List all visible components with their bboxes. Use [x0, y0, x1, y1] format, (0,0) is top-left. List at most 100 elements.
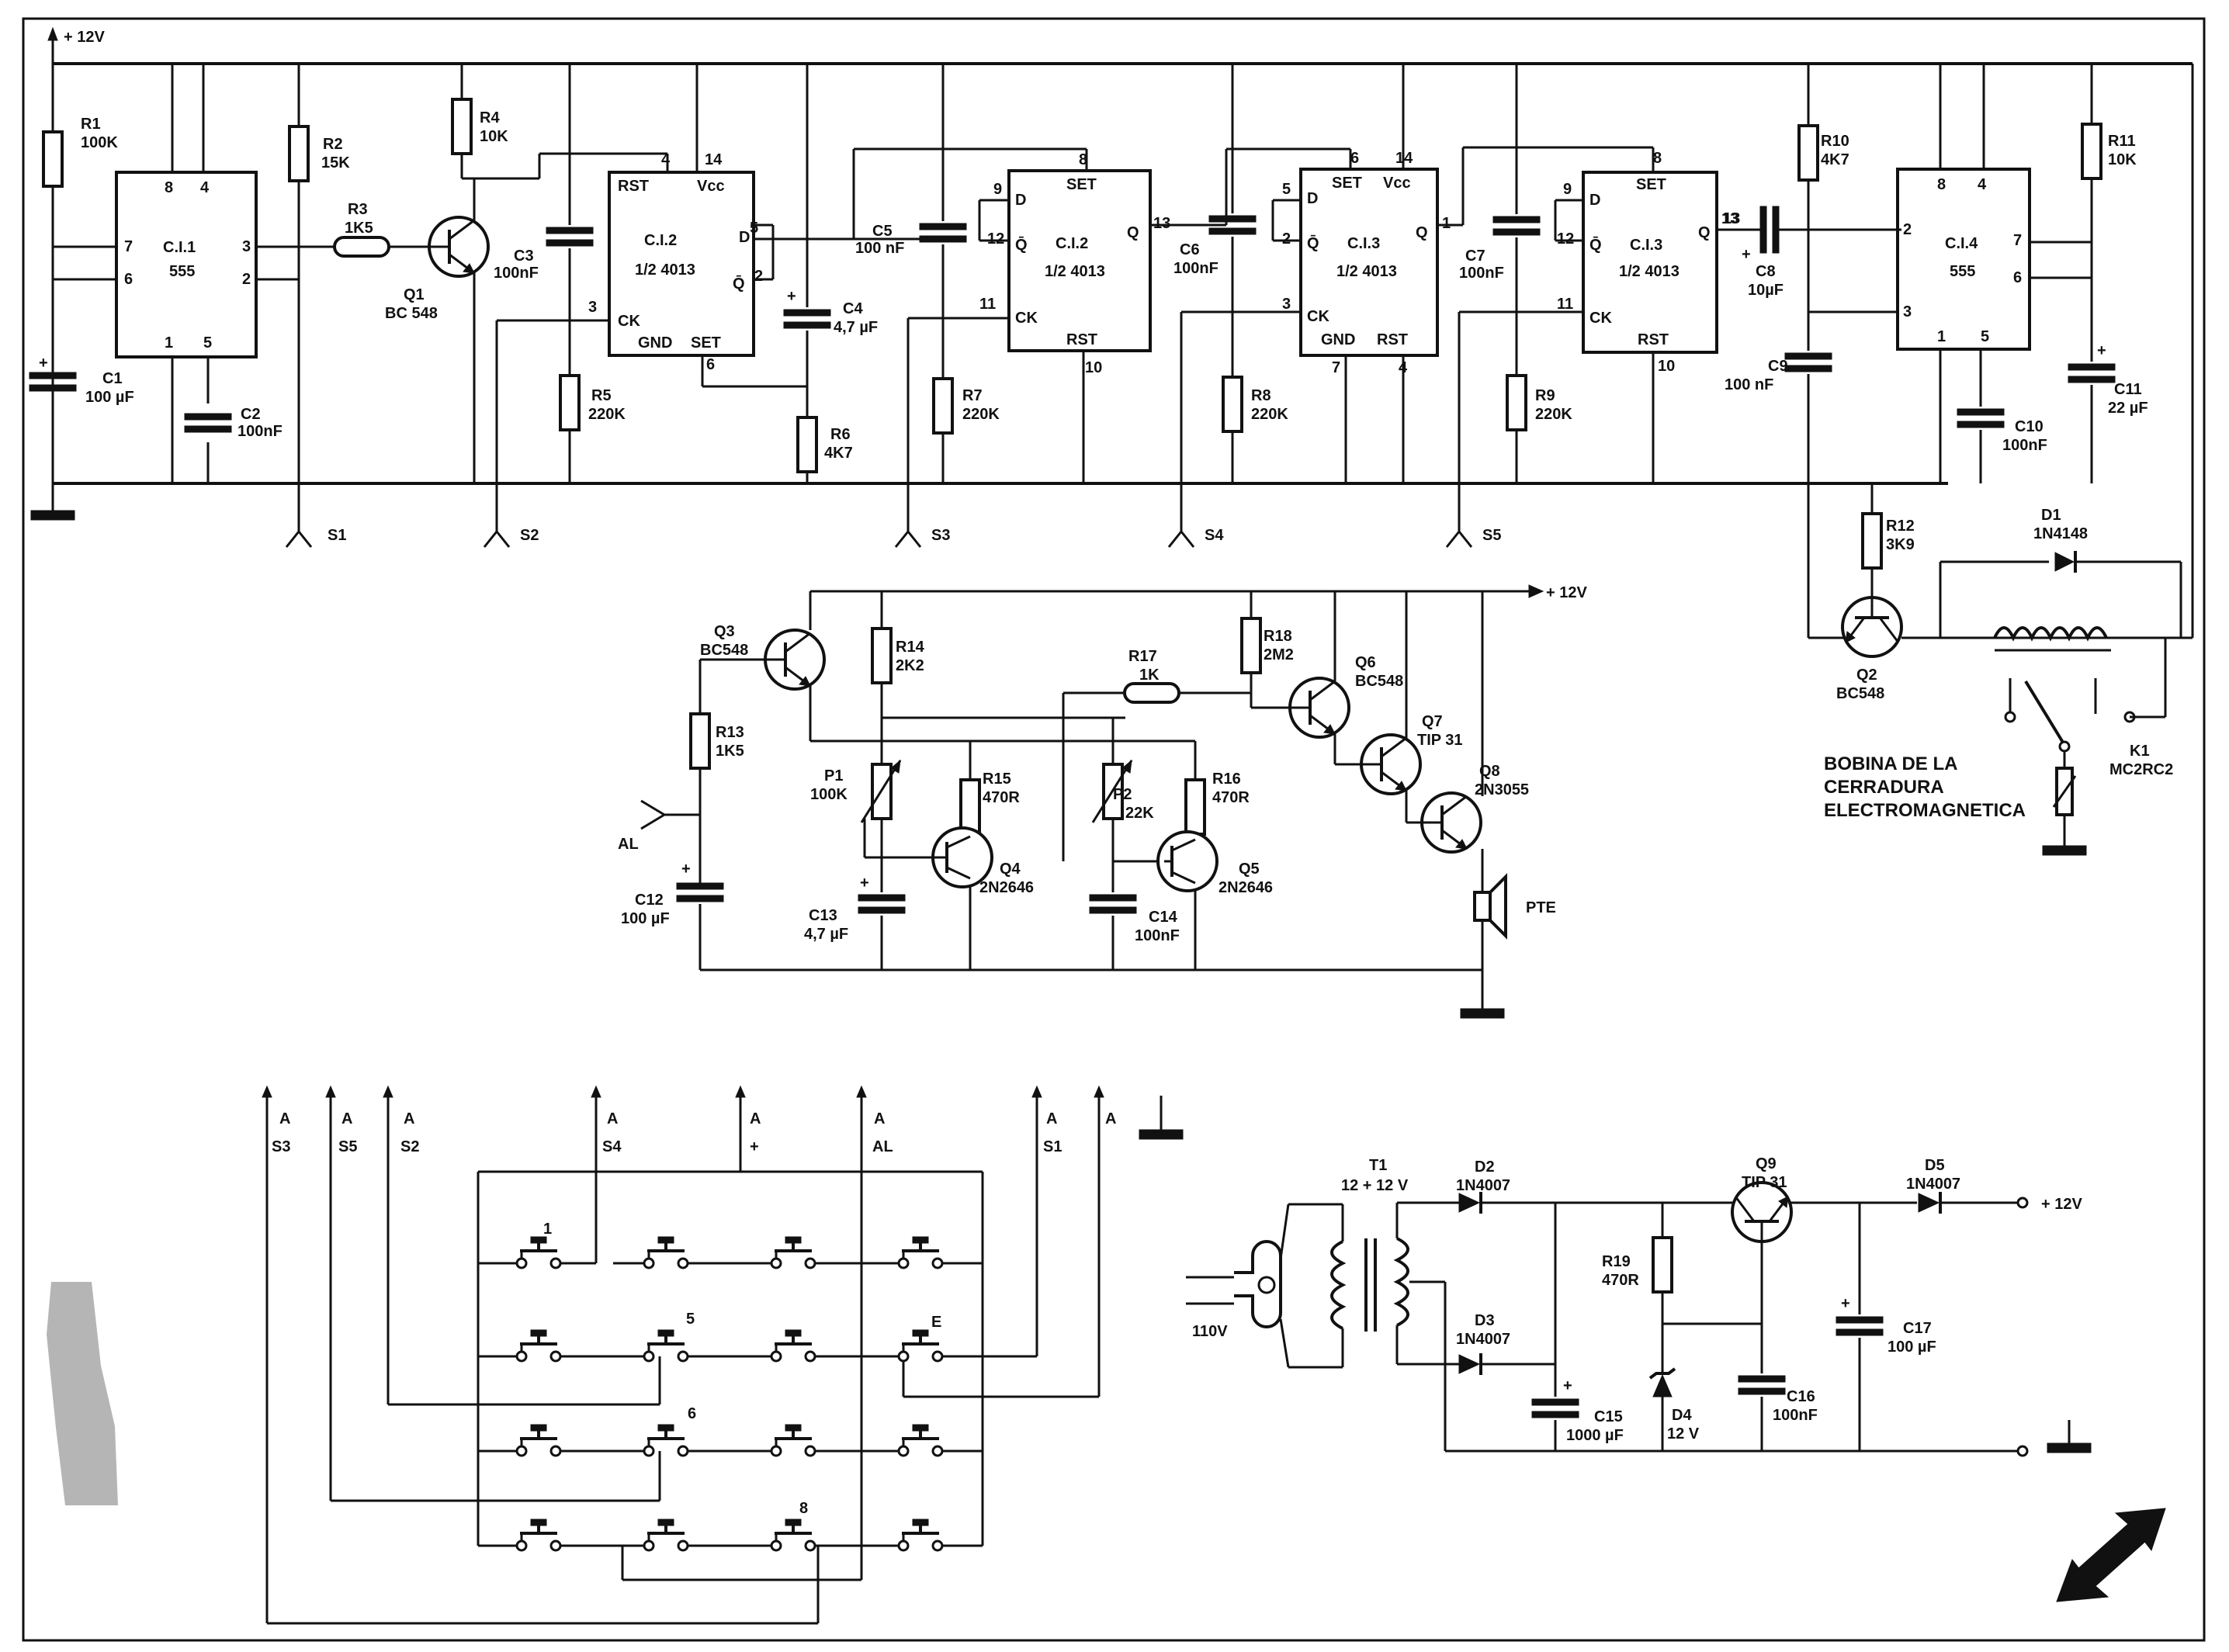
svg-text:Q: Q	[1416, 224, 1428, 241]
svg-text:10: 10	[1085, 359, 1102, 376]
keypad-section: A S3 A S5 A S2 A S4 A + A AL A S1 A	[262, 1085, 1184, 1625]
svg-text:S5: S5	[1482, 527, 1501, 544]
c10-capacitor	[1957, 408, 2005, 428]
svg-text:C9: C9	[1768, 358, 1788, 375]
svg-text:RST: RST	[1638, 331, 1669, 348]
c11-capacitor	[2068, 363, 2116, 383]
keypad-key	[897, 1235, 944, 1269]
r7-resistor	[932, 377, 954, 435]
r8-resistor	[1222, 376, 1243, 433]
svg-text:SET: SET	[1066, 176, 1097, 193]
svg-text:CK: CK	[1589, 310, 1612, 327]
svg-text:Q: Q	[1698, 224, 1711, 241]
svg-text:D: D	[739, 229, 750, 246]
ground-symbol	[1139, 1129, 1184, 1140]
svg-text:Q8: Q8	[1479, 763, 1500, 780]
svg-text:5: 5	[750, 220, 758, 237]
mains-plug	[1234, 1240, 1282, 1328]
svg-text:S4: S4	[602, 1138, 622, 1155]
svg-text:AL: AL	[872, 1138, 893, 1155]
svg-text:Q̄: Q̄	[1015, 237, 1028, 254]
svg-text:R7: R7	[962, 387, 983, 404]
svg-text:22K: 22K	[1125, 805, 1154, 822]
svg-text:14: 14	[1395, 150, 1413, 167]
q8-transistor	[1420, 791, 1482, 854]
svg-text:1N4007: 1N4007	[1456, 1177, 1510, 1194]
svg-text:11: 11	[979, 296, 996, 313]
svg-text:S5: S5	[338, 1138, 357, 1155]
svg-text:D: D	[1307, 190, 1318, 207]
svg-text:C6: C6	[1180, 241, 1200, 258]
svg-text:R6: R6	[830, 426, 851, 443]
svg-text:A: A	[607, 1110, 618, 1127]
keypad-key	[897, 1328, 944, 1363]
c2-capacitor	[184, 413, 232, 433]
ci2b-chip	[1007, 169, 1152, 352]
svg-text:D: D	[1015, 192, 1026, 209]
r14-resistor	[871, 627, 893, 684]
svg-text:S4: S4	[1205, 527, 1224, 544]
svg-text:C7: C7	[1465, 248, 1485, 265]
r6-resistor	[796, 416, 818, 473]
svg-text:C12: C12	[635, 892, 664, 909]
svg-text:C.I.2: C.I.2	[1056, 235, 1088, 252]
svg-text:D: D	[1589, 192, 1600, 209]
c1-value: 100 µF	[85, 389, 134, 406]
svg-text:C4: C4	[843, 300, 863, 317]
ci1-type: 555	[169, 263, 195, 280]
svg-text:C17: C17	[1903, 1320, 1932, 1337]
svg-text:12 + 12 V: 12 + 12 V	[1341, 1177, 1409, 1194]
svg-text:6: 6	[124, 271, 133, 288]
svg-text:220K: 220K	[1535, 406, 1572, 423]
svg-text:2K2: 2K2	[896, 657, 924, 674]
svg-text:T1: T1	[1369, 1157, 1387, 1174]
al-input	[640, 799, 665, 830]
svg-text:C8: C8	[1756, 263, 1776, 280]
speaker	[1473, 891, 1492, 922]
svg-text:3: 3	[1903, 303, 1912, 320]
svg-text:4: 4	[1978, 176, 1987, 193]
svg-text:D3: D3	[1475, 1312, 1495, 1329]
svg-text:SET: SET	[691, 334, 721, 352]
q7-transistor	[1360, 733, 1422, 795]
svg-text:S2: S2	[400, 1138, 419, 1155]
r18-resistor	[1240, 617, 1262, 674]
c5-capacitor	[919, 223, 967, 243]
r15-resistor	[959, 778, 981, 836]
svg-text:+: +	[39, 355, 48, 372]
ci1-chip	[115, 171, 258, 358]
ci2a-chip	[608, 171, 755, 357]
svg-text:1000 µF: 1000 µF	[1566, 1427, 1624, 1444]
transformer-primary	[1330, 1240, 1347, 1330]
r1-value: 100K	[81, 134, 118, 151]
svg-text:R17: R17	[1128, 648, 1157, 665]
svg-text:AL: AL	[618, 836, 639, 853]
svg-text:Q̄: Q̄	[1307, 235, 1319, 252]
c16-capacitor	[1738, 1375, 1786, 1395]
r11-resistor	[2081, 123, 2102, 180]
svg-text:SET: SET	[1636, 176, 1666, 193]
svg-text:R9: R9	[1535, 387, 1555, 404]
svg-text:+: +	[787, 288, 796, 305]
svg-text:C10: C10	[2015, 418, 2044, 435]
svg-text:9: 9	[1563, 181, 1572, 198]
svg-text:100 nF: 100 nF	[855, 240, 904, 257]
svg-text:100 nF: 100 nF	[1725, 376, 1773, 393]
svg-text:100nF: 100nF	[1135, 927, 1180, 944]
svg-text:2M2: 2M2	[1264, 646, 1294, 663]
svg-text:S3: S3	[931, 527, 950, 544]
svg-text:CK: CK	[618, 313, 640, 330]
svg-text:+: +	[1563, 1377, 1572, 1394]
keypad-key	[897, 1423, 944, 1457]
svg-text:Q7: Q7	[1422, 713, 1443, 730]
svg-text:4: 4	[200, 179, 210, 196]
svg-text:PTE: PTE	[1526, 899, 1556, 916]
svg-text:13: 13	[1153, 215, 1170, 232]
r1-ref: R1	[81, 116, 101, 133]
svg-text:7: 7	[2013, 232, 2022, 249]
d5-diode	[1918, 1193, 1940, 1213]
svg-text:C3: C3	[514, 248, 534, 265]
s4-terminal	[1167, 514, 1195, 549]
svg-text:MC2RC2: MC2RC2	[2109, 761, 2173, 778]
svg-text:100K: 100K	[810, 786, 848, 803]
